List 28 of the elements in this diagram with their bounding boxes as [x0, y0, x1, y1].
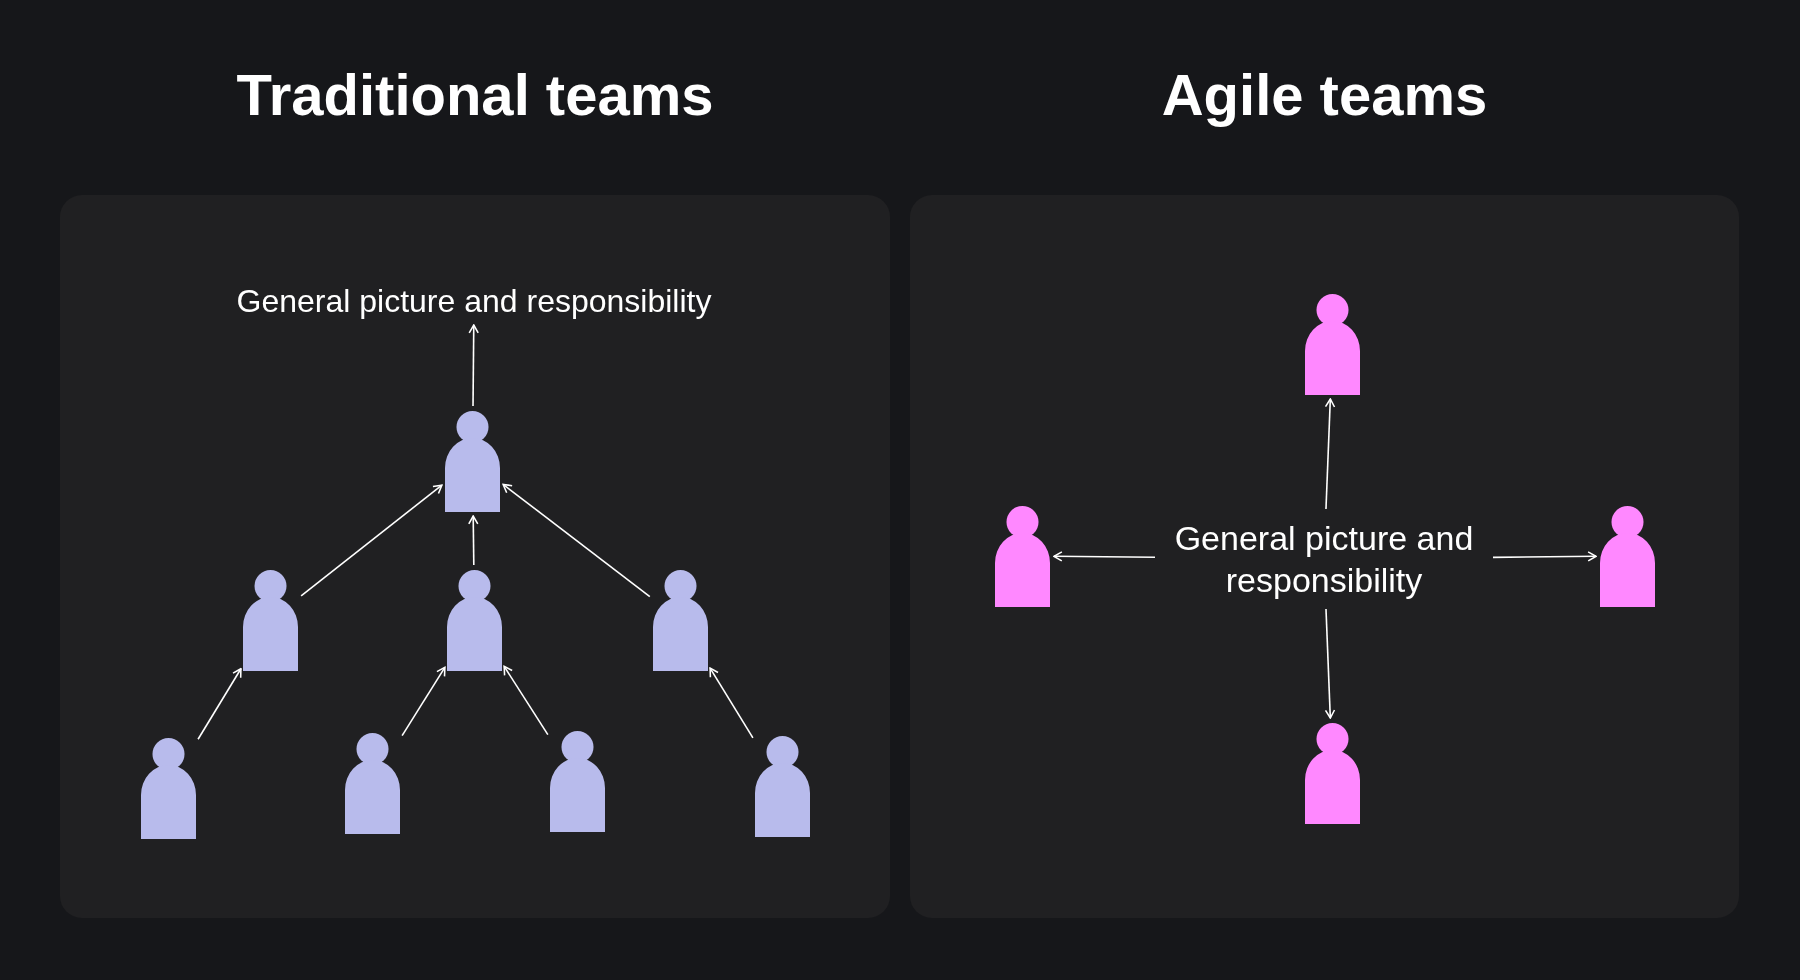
arrow	[1053, 551, 1156, 562]
caption-text: General picture and responsibility	[236, 282, 712, 321]
arrow	[468, 515, 479, 566]
arrow	[1324, 398, 1336, 510]
person-icon	[755, 735, 810, 837]
person-icon	[345, 732, 400, 834]
panel-title: Agile teams	[1160, 61, 1489, 129]
person-icon	[243, 569, 298, 671]
person-icon	[550, 730, 605, 832]
caption-text: General picture and responsibility	[1173, 517, 1475, 601]
arrow	[300, 484, 443, 597]
arrow	[197, 667, 242, 741]
panel-title: Traditional teams	[235, 61, 715, 129]
arrow	[503, 665, 549, 736]
person-icon	[141, 737, 196, 839]
person-icon	[1600, 505, 1655, 607]
person-icon	[447, 569, 502, 671]
arrow	[502, 483, 651, 598]
person-icon	[995, 505, 1050, 607]
person-icon	[1305, 293, 1360, 395]
arrow	[709, 667, 754, 739]
person-icon	[653, 569, 708, 671]
person-icon	[1305, 722, 1360, 824]
person-icon	[445, 410, 500, 512]
arrow	[401, 666, 446, 737]
arrow	[468, 324, 479, 407]
arrow	[1324, 608, 1336, 719]
arrow	[1492, 551, 1597, 562]
